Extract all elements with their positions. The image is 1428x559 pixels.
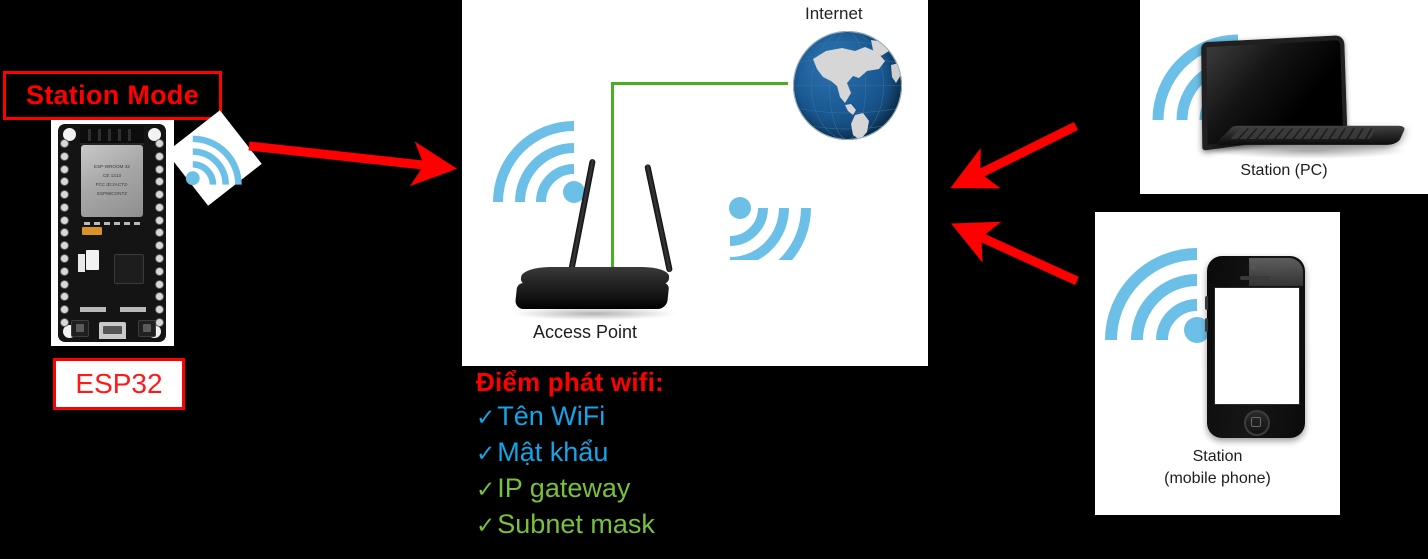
internet-label: Internet: [805, 4, 863, 23]
esp32-pcb-antenna: [80, 126, 144, 145]
ethernet-cable-line: [611, 82, 614, 269]
station-pc-panel: Station (PC): [1140, 0, 1428, 194]
router-antenna: [644, 163, 673, 273]
esp32-pin-header-right: [154, 140, 165, 326]
esp32-en-button[interactable]: [71, 320, 89, 337]
wifi-signal-icon: [185, 135, 242, 186]
list-item: ✓Tên WiFi: [476, 399, 906, 435]
check-icon: ✓: [476, 404, 496, 430]
esp32-wroom-module: ESP-WROOM-32 CE 1313 FCC ID:2ACTZ-ESP86C…: [81, 145, 143, 217]
station-mode-badge: Station Mode: [3, 71, 222, 120]
check-icon: ✓: [476, 440, 496, 466]
list-item-label: Mật khẩu: [497, 437, 609, 467]
esp32-pin-header-left: [59, 140, 70, 326]
list-item-label: IP gateway: [497, 473, 631, 503]
arrow-esp32-to-ap: [248, 141, 458, 187]
wifi-settings-list: Điểm phát wifi: ✓Tên WiFi ✓Mật khẩu ✓IP …: [476, 366, 906, 543]
esp32-capacitor: [86, 250, 99, 270]
wifi-signal-icon: [480, 96, 588, 209]
esp32-module-text: ESP-WROOM-32: [94, 164, 130, 169]
list-item-label: Subnet mask: [497, 509, 655, 539]
station-phone-label-line1: Station: [1192, 448, 1243, 465]
esp32-boot-button[interactable]: [138, 320, 156, 337]
esp32-usb-uart-chip: [114, 254, 144, 284]
list-item: ✓IP gateway: [476, 471, 906, 507]
esp32-ldo-chip: [82, 227, 102, 235]
check-icon: ✓: [476, 512, 496, 538]
list-item: ✓Subnet mask: [476, 507, 906, 543]
esp32-board-panel: ESP-WROOM-32 CE 1313 FCC ID:2ACTZ-ESP86C…: [51, 120, 174, 346]
wifi-signal-icon: [166, 110, 262, 206]
phone-home-button[interactable]: [1244, 410, 1270, 436]
check-icon: ✓: [476, 476, 496, 502]
station-phone-panel: Station (mobile phone): [1095, 212, 1340, 515]
access-point-panel: Internet: [462, 0, 928, 366]
access-point-label: Access Point: [533, 322, 638, 342]
station-mode-label: Station Mode: [25, 80, 200, 110]
smartphone-icon: [1205, 256, 1305, 438]
list-item-label: Tên WiFi: [497, 401, 606, 431]
ethernet-cable-line: [611, 82, 788, 85]
router-device: [513, 267, 675, 320]
wifi-list-title: Điểm phát wifi:: [476, 367, 664, 397]
laptop-keyboard: [1214, 125, 1407, 145]
arrow-pc-to-ap: [950, 121, 1078, 189]
phone-speaker-icon: [1240, 276, 1270, 280]
esp32-board: ESP-WROOM-32 CE 1313 FCC ID:2ACTZ-ESP86C…: [58, 124, 166, 342]
phone-screen: [1214, 287, 1300, 405]
esp32-label-box: ESP32: [53, 358, 185, 410]
wifi-signal-icon: [1103, 234, 1215, 351]
esp32-capacitor: [78, 254, 85, 272]
station-phone-label-line2: (mobile phone): [1164, 470, 1271, 487]
esp32-label: ESP32: [75, 368, 163, 399]
list-item: ✓Mật khẩu: [476, 435, 906, 471]
esp32-fcc-text: FCC ID:2ACTZ-ESP86CONTZ: [95, 182, 129, 196]
esp32-mount-hole: [63, 128, 76, 141]
globe-icon: [793, 31, 902, 140]
esp32-micro-usb-port[interactable]: [99, 322, 126, 339]
wifi-signal-icon: [724, 152, 832, 289]
esp32-mount-hole: [148, 128, 161, 141]
esp32-cert-text: CE 1313: [103, 173, 121, 178]
phone-camera-icon: [1251, 265, 1256, 270]
arrow-phone-to-ap: [951, 221, 1079, 286]
station-pc-label: Station (PC): [1240, 162, 1328, 179]
